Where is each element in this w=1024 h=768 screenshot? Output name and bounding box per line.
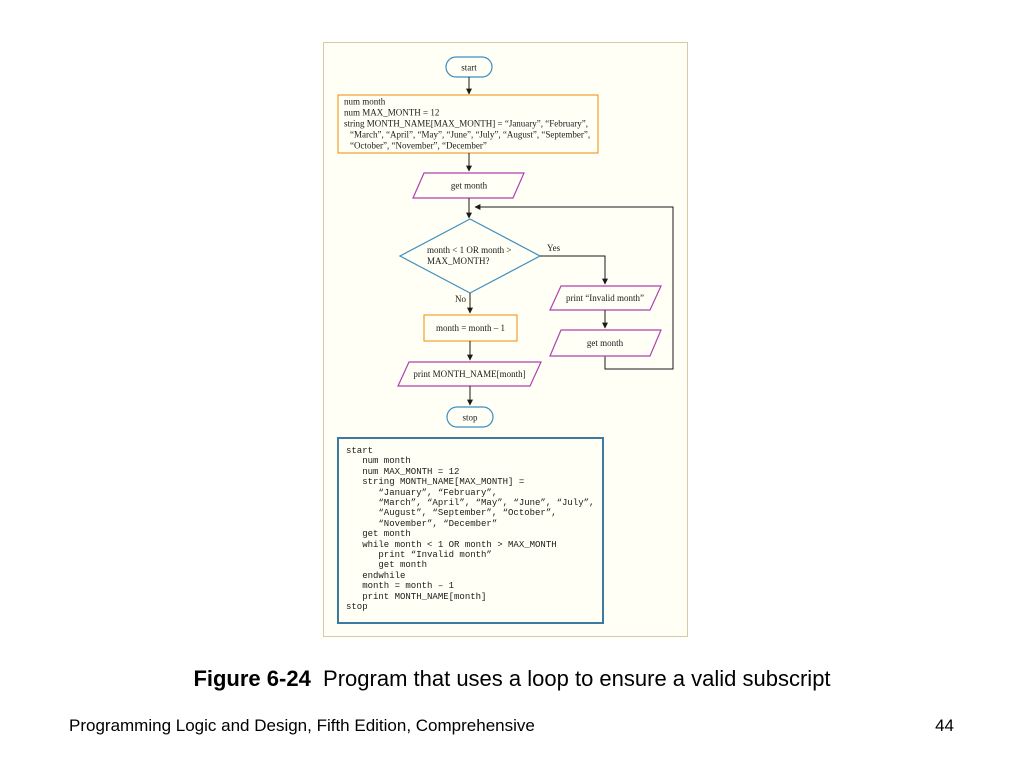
loop-back-line	[474, 204, 674, 370]
pseudocode-box: start num month num MAX_MONTH = 12 strin…	[337, 437, 604, 624]
pseudocode-line: stop	[346, 602, 368, 613]
figure-caption: Figure 6-24 Program that uses a loop to …	[0, 666, 1024, 692]
input-get-month: get month	[412, 172, 525, 199]
pseudocode-line: num MAX_MONTH = 12	[346, 466, 460, 477]
process-decrement: month = month – 1	[423, 314, 518, 342]
pseudocode-line: “August”, “September”, “October”,	[346, 508, 557, 519]
pseudocode-line: get month	[346, 560, 428, 571]
no-label: No	[455, 294, 466, 304]
pseudocode-line: print “Invalid month”	[346, 550, 492, 561]
declaration-line: num MAX_MONTH = 12	[344, 108, 439, 118]
start-terminal: start	[445, 56, 493, 78]
start-label: start	[461, 63, 477, 73]
pseudocode-line: while month < 1 OR month > MAX_MONTH	[346, 539, 557, 550]
input-get-month-2: get month	[549, 329, 662, 357]
figure-label: Figure 6-24	[193, 666, 311, 691]
pseudocode-line: string MONTH_NAME[MAX_MONTH] =	[346, 477, 525, 488]
pseudocode-line: print MONTH_NAME[month]	[346, 591, 487, 602]
pseudocode-line: start	[346, 446, 374, 456]
pseudocode: start num month num MAX_MONTH = 12 strin…	[346, 446, 594, 613]
declaration-line: string MONTH_NAME[MAX_MONTH] = “January”…	[344, 119, 588, 129]
stop-label: stop	[462, 413, 478, 423]
output-label: print “Invalid month”	[566, 293, 644, 303]
pseudocode-line: “November”, “December”	[346, 518, 498, 529]
process-label: month = month – 1	[436, 323, 505, 333]
decision-diamond: month < 1 OR month > MAX_MONTH?	[398, 218, 542, 294]
declaration-line: “March”, “April”, “May”, “June”, “July”,…	[350, 130, 590, 140]
declaration-line: num month	[344, 97, 386, 107]
footer-title: Programming Logic and Design, Fifth Edit…	[69, 716, 535, 735]
output-invalid-month: print “Invalid month”	[549, 285, 662, 311]
page-number: 44	[935, 716, 954, 735]
output-month-name: print MONTH_NAME[month]	[397, 361, 542, 387]
decision-line: month < 1 OR month >	[427, 245, 511, 255]
input-label: get month	[451, 181, 488, 191]
output-label: print MONTH_NAME[month]	[413, 369, 525, 379]
figure-caption-text: Program that uses a loop to ensure a val…	[323, 666, 831, 691]
input-label: get month	[587, 338, 624, 348]
pseudocode-line: “January”, “February”,	[346, 487, 498, 498]
yes-label: Yes	[547, 243, 561, 253]
decision-line: MAX_MONTH?	[427, 256, 490, 266]
declaration-line: “October”, “November”, “December”	[350, 141, 487, 151]
stop-terminal: stop	[446, 406, 494, 428]
declarations-box: num month num MAX_MONTH = 12 string MONT…	[337, 94, 599, 154]
pseudocode-line: month = month – 1	[346, 581, 455, 592]
yes-branch-line	[540, 255, 608, 285]
pseudocode-line: endwhile	[346, 570, 406, 581]
pseudocode-line: get month	[346, 529, 411, 540]
pseudocode-line: num month	[346, 456, 411, 467]
pseudocode-line: “March”, “April”, “May”, “June”, “July”,	[346, 498, 595, 509]
